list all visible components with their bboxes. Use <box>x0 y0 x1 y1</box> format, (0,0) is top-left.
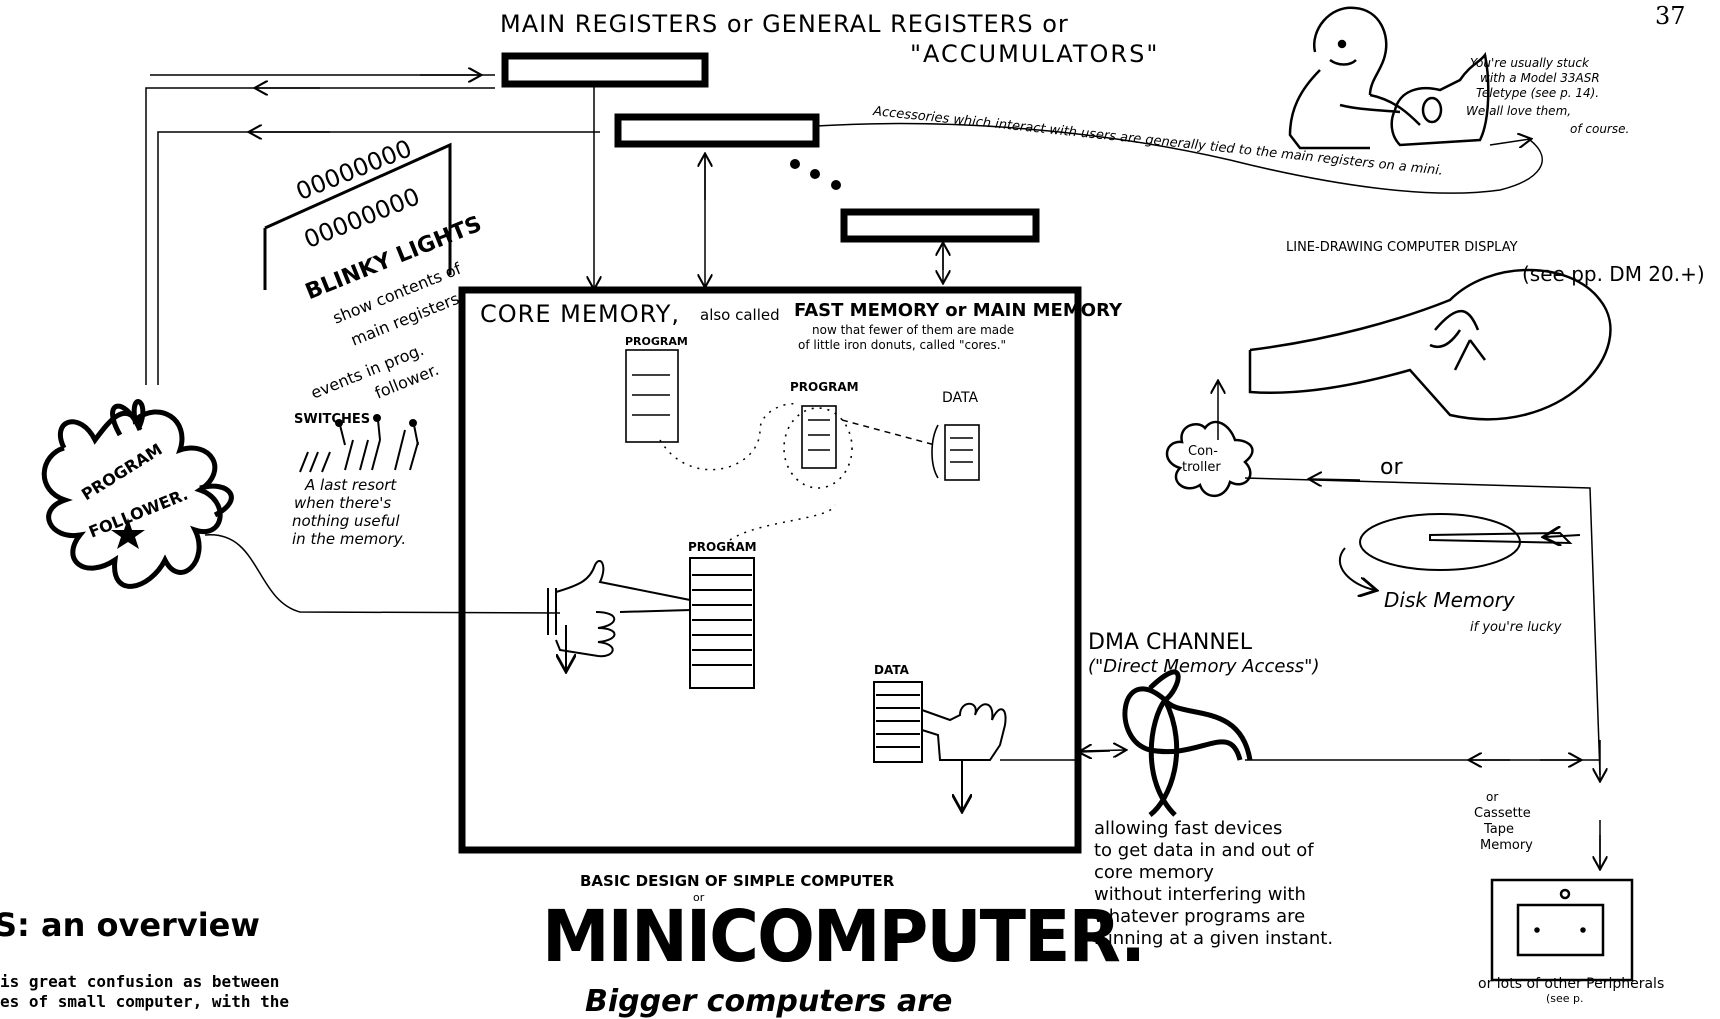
data-listing-a <box>932 425 979 480</box>
data-label-a: DATA <box>942 390 978 406</box>
data-label-b: DATA <box>874 663 909 677</box>
teletype-note-5: of course. <box>1570 122 1629 136</box>
core-memory-box <box>462 290 1078 850</box>
line-registers-to-teletype <box>816 124 1542 194</box>
grabbing-hand-icon <box>922 704 1006 810</box>
switches-desc-4: in the memory. <box>292 530 406 548</box>
cassette-or: or <box>1486 790 1498 804</box>
teletype-note-3: Teletype (see p. 14). <box>1476 86 1599 100</box>
program-label-b: PROGRAM <box>790 380 859 394</box>
display-title: LINE-DRAWING COMPUTER DISPLAY <box>1286 240 1518 255</box>
controller-label-2: troller <box>1182 460 1221 475</box>
program-label-a: PROGRAM <box>625 335 688 348</box>
overview-heading: S: an overview <box>0 906 260 944</box>
teletype-note-1: You're usually stuck <box>1470 56 1589 70</box>
program-listing-a <box>626 350 678 442</box>
pointing-hand-icon <box>548 561 690 670</box>
display-see: (see pp. DM 20.+) <box>1522 262 1705 286</box>
cassette-label-1: Cassette <box>1474 806 1531 821</box>
data-listing-b <box>874 682 922 762</box>
core-memory-note-2: of little iron donuts, called "cores." <box>798 338 1006 352</box>
caption-cut: Bigger computers are <box>585 984 952 1019</box>
or-label: or <box>1380 455 1403 480</box>
dma-desc-1: allowing fast devices <box>1094 818 1282 839</box>
dma-title: DMA CHANNEL <box>1088 630 1252 655</box>
peripherals-label-2: (see p. <box>1546 992 1584 1005</box>
register-box-3 <box>844 212 1036 239</box>
program-listing-c <box>690 558 754 688</box>
program-label-c: PROGRAM <box>688 540 757 554</box>
registers-title: MAIN REGISTERS or GENERAL REGISTERS or <box>500 10 1069 38</box>
teletype-note-4: We all love them, <box>1466 104 1571 118</box>
overview-line-2: es of small computer, with the <box>0 992 289 1011</box>
switches-desc-3: nothing useful <box>292 512 400 530</box>
core-memory-also: also called <box>700 306 780 324</box>
switches-desc-2: when there's <box>294 494 391 512</box>
page-number: 37 <box>1655 2 1686 30</box>
cassette-label-2: Tape <box>1484 822 1514 837</box>
dma-desc-2: to get data in and out of <box>1094 840 1314 861</box>
teletype-user-icon <box>1290 8 1420 148</box>
cassette-label-3: Memory <box>1480 838 1533 853</box>
crt-display-icon <box>1250 270 1610 419</box>
cassette-tape-icon <box>1492 880 1632 980</box>
core-memory-title: CORE MEMORY, <box>480 300 680 328</box>
switches-label: SWITCHES <box>294 412 370 427</box>
register-box-2 <box>618 117 816 144</box>
dma-sub: ("Direct Memory Access") <box>1088 656 1319 677</box>
disk-title: Disk Memory <box>1384 588 1515 612</box>
program-listing-b <box>784 406 852 488</box>
ellipsis-dots <box>790 159 841 190</box>
disk-memory-icon <box>1340 514 1580 590</box>
register-box-1 <box>505 56 705 84</box>
switches-desc-1: A last resort <box>305 476 396 494</box>
caption-small: BASIC DESIGN OF SIMPLE COMPUTER <box>580 872 894 890</box>
core-memory-fast: FAST MEMORY or MAIN MEMORY <box>794 300 1122 321</box>
dma-desc-3: core memory <box>1094 862 1214 883</box>
overview-line-1: is great confusion as between <box>0 972 279 991</box>
controller-label-1: Con- <box>1188 444 1218 459</box>
core-memory-note-1: now that fewer of them are made <box>812 323 1014 337</box>
dma-channel-icon <box>1125 672 1250 815</box>
peripherals-label-1: or lots of other Peripherals <box>1478 976 1664 992</box>
caption-big: MINICOMPUTER. <box>542 896 1144 979</box>
teletype-note-2: with a Model 33ASR <box>1480 71 1600 85</box>
registers-accumulators: "ACCUMULATORS" <box>910 40 1159 68</box>
program-follower-icon <box>44 401 231 586</box>
disk-sub: if you're lucky <box>1470 620 1561 635</box>
